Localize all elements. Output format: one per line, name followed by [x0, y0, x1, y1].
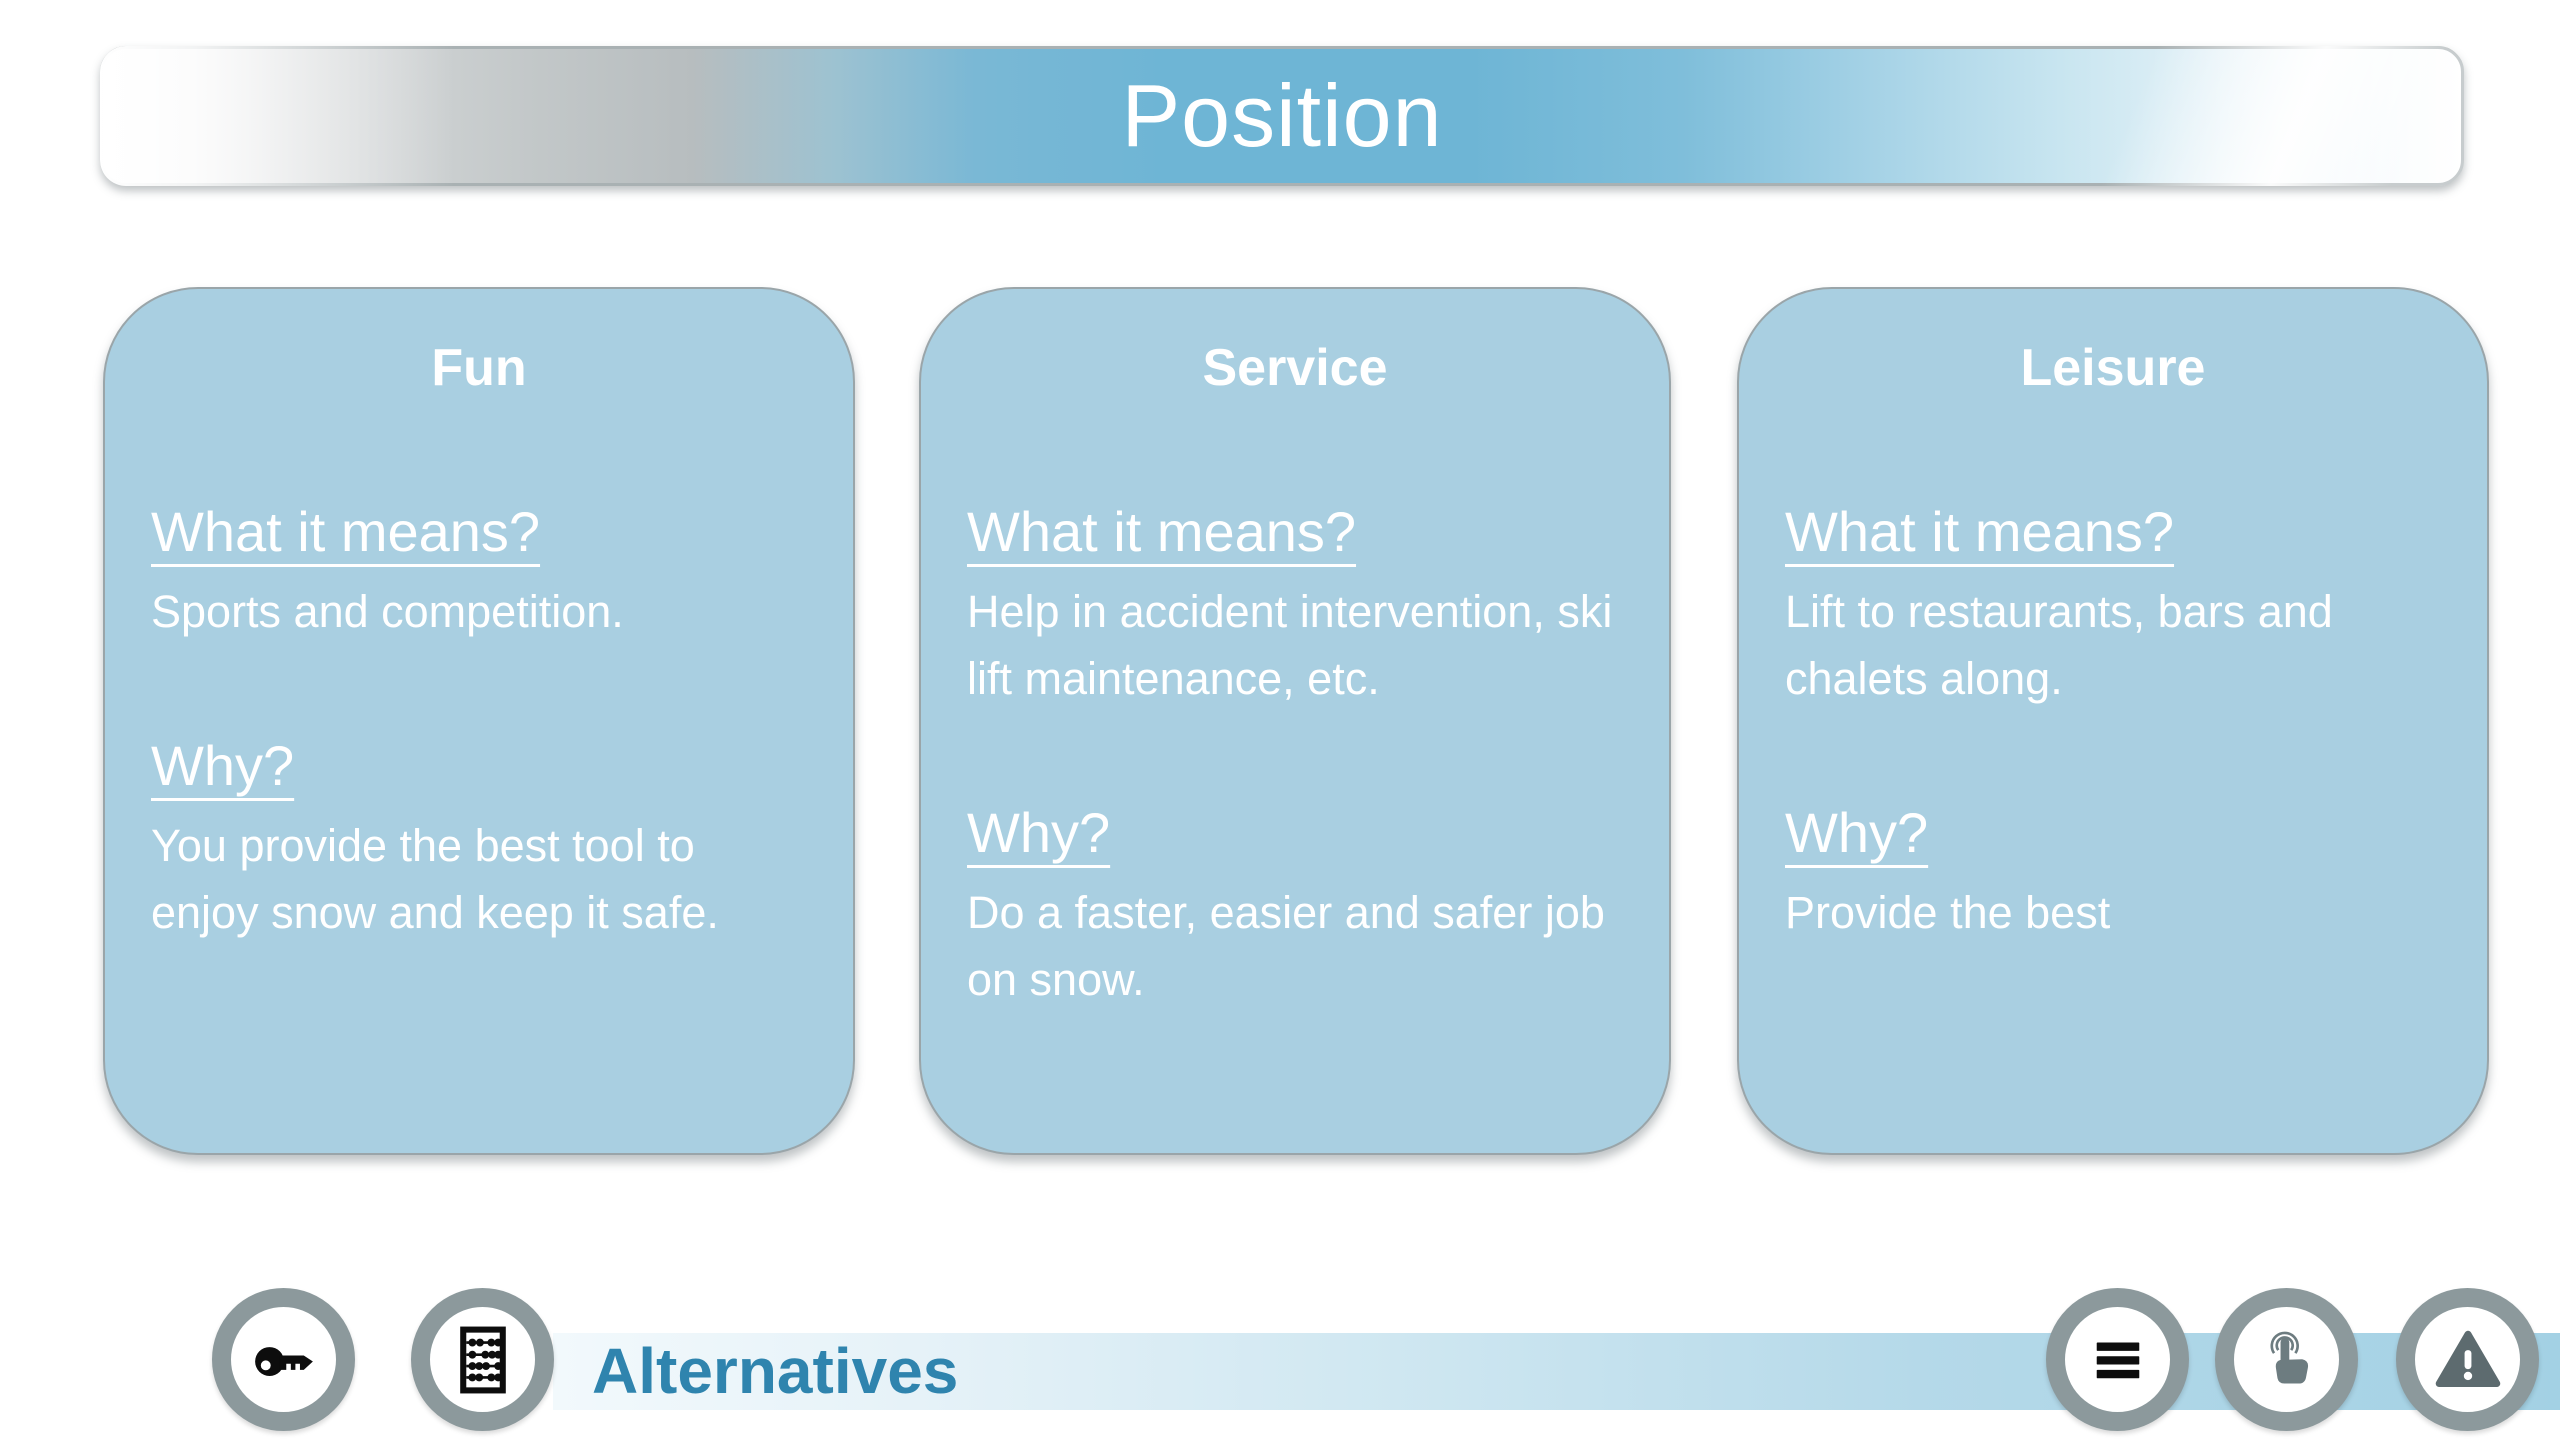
section-heading: Why?: [1785, 801, 1929, 864]
abacus-icon: [445, 1322, 521, 1398]
card-leisure-section-why: Why? Provide the best: [1785, 796, 2441, 946]
section-heading: Why?: [151, 734, 295, 797]
card-leisure-section-what: What it means? Lift to restaurants, bars…: [1785, 495, 2441, 712]
section-heading: What it means?: [1785, 500, 2175, 563]
key-icon: [246, 1322, 322, 1398]
title-banner: Position: [100, 46, 2464, 186]
menu-icon: [2080, 1322, 2156, 1398]
section-body: Sports and competition.: [151, 586, 624, 637]
key-nav-button[interactable]: [212, 1288, 355, 1431]
menu-nav-button[interactable]: [2046, 1288, 2189, 1431]
card-service-section-why: Why? Do a faster, easier and safer job o…: [967, 796, 1623, 1013]
section-heading: What it means?: [967, 500, 1357, 563]
card-leisure-title: Leisure: [2020, 339, 2206, 397]
touch-gesture-icon: [2249, 1322, 2325, 1398]
card-leisure: Leisure What it means? Lift to restauran…: [1737, 287, 2489, 1155]
card-fun-section-why: Why? You provide the best tool to enjoy …: [151, 729, 807, 946]
section-body: You provide the best tool to enjoy snow …: [151, 820, 719, 938]
section-heading: Why?: [967, 801, 1111, 864]
page-title: Position: [1121, 66, 1443, 165]
section-body: Provide the best: [1785, 887, 2111, 938]
abacus-nav-button[interactable]: [411, 1288, 554, 1431]
warning-icon: [2430, 1322, 2506, 1398]
section-body: Lift to restaurants, bars and chalets al…: [1785, 586, 2333, 704]
card-service: Service What it means? Help in accident …: [919, 287, 1671, 1155]
footer-section-label: Alternatives: [592, 1335, 959, 1407]
card-service-section-what: What it means? Help in accident interven…: [967, 495, 1623, 712]
warning-nav-button[interactable]: [2396, 1288, 2539, 1431]
section-body: Help in accident intervention, ski lift …: [967, 586, 1613, 704]
touch-nav-button[interactable]: [2215, 1288, 2358, 1431]
section-heading: What it means?: [151, 500, 541, 563]
card-fun-title: Fun: [431, 339, 527, 397]
card-fun: Fun What it means? Sports and competitio…: [103, 287, 855, 1155]
card-fun-section-what: What it means? Sports and competition.: [151, 495, 807, 645]
section-body: Do a faster, easier and safer job on sno…: [967, 887, 1605, 1005]
card-service-title: Service: [1202, 339, 1388, 397]
